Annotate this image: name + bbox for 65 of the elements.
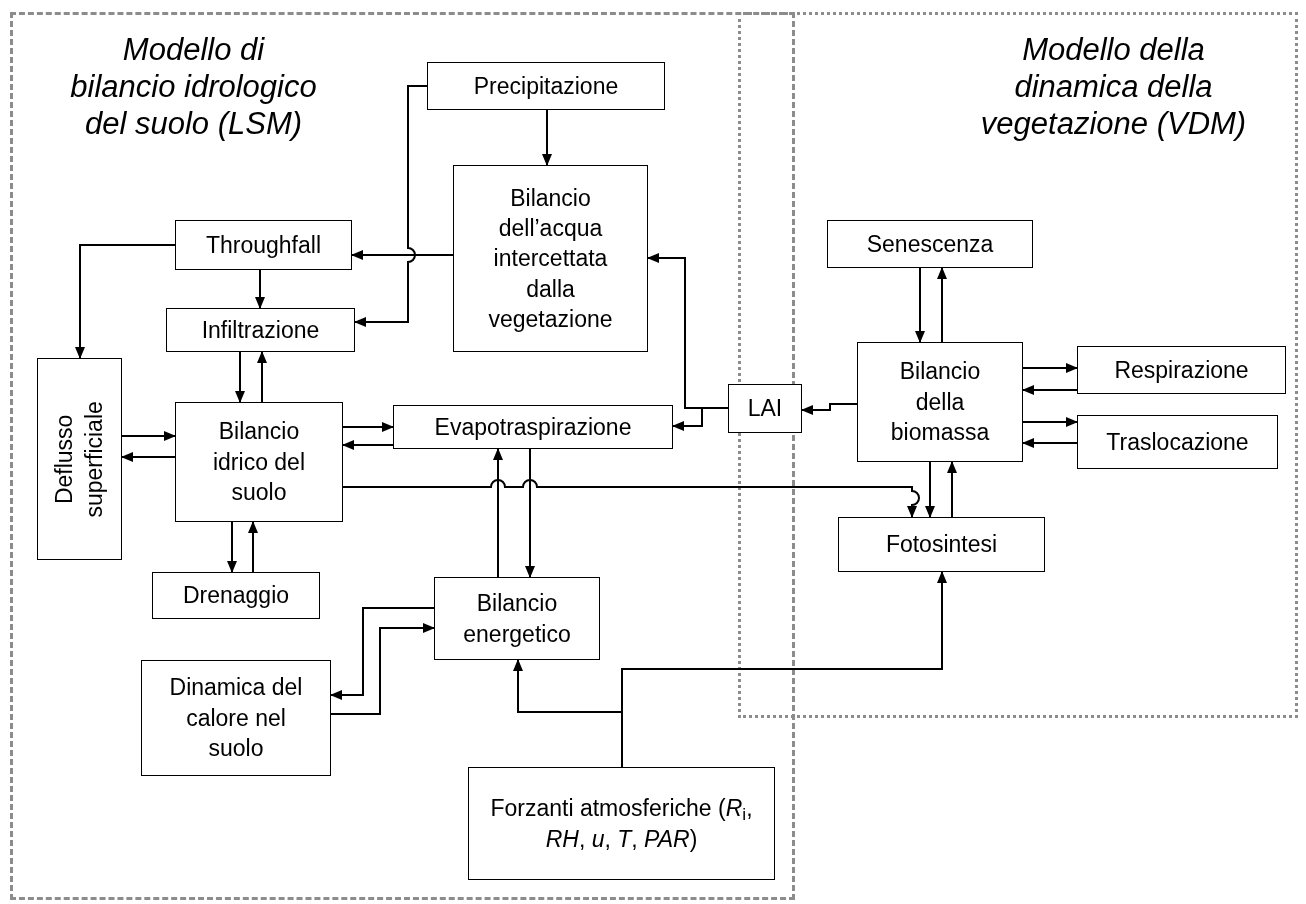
process-box [175, 402, 343, 522]
box-label: Bilancio della biomassa [889, 357, 991, 448]
process-box [393, 405, 673, 449]
process-box [468, 767, 775, 880]
arrow [235, 351, 245, 403]
arrow [255, 269, 265, 309]
arrow [1022, 438, 1078, 448]
process-box [453, 165, 648, 352]
arrow [1022, 417, 1078, 427]
arrow [75, 244, 176, 359]
box-label: Forzanti atmosferiche (R$_{i}$, RH, u, T, PAR) [489, 794, 754, 854]
arrow [248, 521, 258, 573]
box-label: Throughfall [205, 230, 322, 260]
arrow [1022, 385, 1078, 395]
box-label: Dinamica del calore nel suolo [168, 673, 304, 764]
arrow [937, 267, 947, 343]
arrow [351, 250, 454, 260]
arrow [121, 431, 176, 441]
process-box [728, 384, 802, 433]
region-title: Modello della dinamica della vegetazione (VDM) [979, 31, 1248, 143]
arrow [801, 403, 858, 415]
box-label: Infiltrazione [201, 315, 320, 345]
arrow [227, 521, 237, 573]
box-label: Senescenza [866, 229, 994, 259]
process-box [857, 342, 1023, 462]
box-label: Bilancio idrico del suolo [211, 417, 306, 508]
box-label: Evapotraspirazione [434, 412, 632, 442]
process-box [1077, 415, 1278, 469]
arrow [1022, 363, 1078, 373]
arrow [925, 461, 935, 518]
arrow [257, 351, 267, 403]
box-label: Precipitazione [473, 71, 619, 101]
box-label: Respirazione [1114, 355, 1249, 385]
arrow [330, 607, 435, 700]
process-box [141, 660, 331, 776]
box-label: LAI [747, 394, 783, 424]
model-region [10, 12, 795, 900]
process-box [175, 220, 352, 270]
box-label: Bilancio energetico [462, 589, 572, 649]
process-box [427, 62, 665, 110]
arrow [493, 448, 503, 578]
process-box [1077, 346, 1286, 394]
model-region [738, 12, 1298, 718]
process-box [434, 577, 600, 660]
arrow [672, 407, 729, 431]
process-box [166, 308, 355, 352]
arrow [121, 452, 176, 462]
box-label: Deflusso superficiale [49, 400, 108, 520]
region-title: Modello di bilancio idrologico del suolo (LSM) [69, 31, 318, 143]
arrow [342, 479, 920, 518]
box-label: Drenaggio [182, 581, 290, 611]
arrow [342, 440, 394, 450]
arrow [915, 267, 925, 343]
arrow [542, 109, 552, 166]
process-box [827, 220, 1033, 268]
arrow [342, 422, 394, 432]
box-label: Bilancio dell’acqua intercettata dalla vegetazione [487, 183, 614, 335]
process-box [838, 517, 1045, 572]
arrow [330, 623, 435, 715]
process-box [37, 358, 122, 560]
box-label: Traslocazione [1106, 427, 1249, 457]
process-box [152, 572, 320, 619]
box-label: Fotosintesi [885, 530, 998, 560]
arrow [525, 448, 535, 578]
arrow [947, 461, 957, 518]
